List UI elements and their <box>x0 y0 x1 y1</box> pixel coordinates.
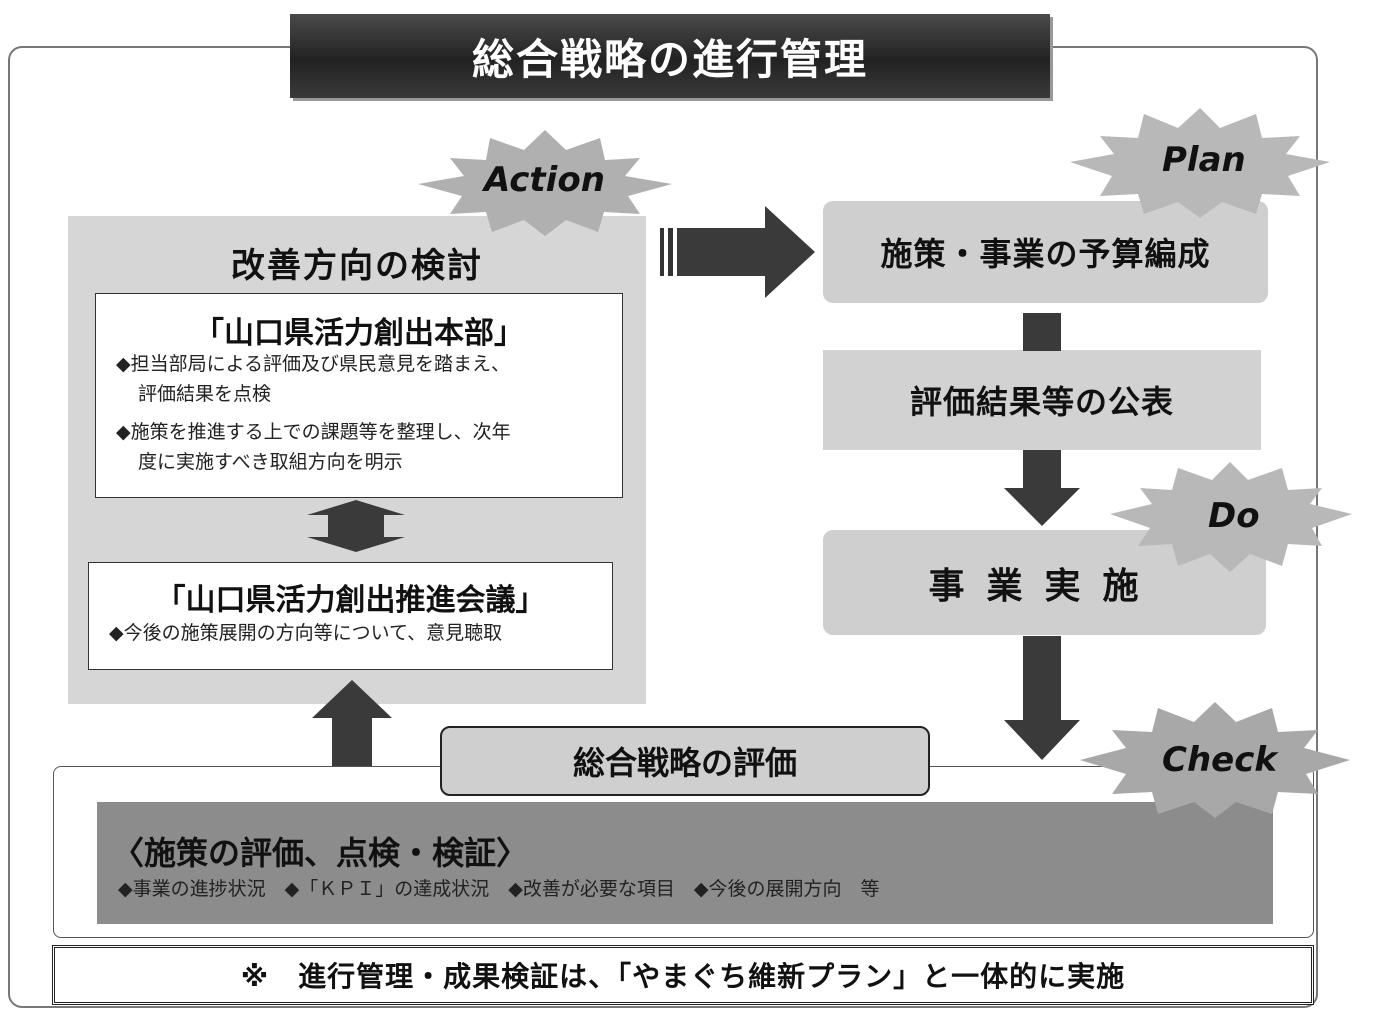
plan-label: Plan <box>1162 140 1246 180</box>
plan-starburst-icon <box>1070 108 1330 218</box>
hq-bullet-1-line-1: ◆担当部局による評価及び県民意見を踏まえ、 <box>116 353 511 375</box>
hq-bullet-2-line-2: 度に実施すべき取組方向を明示 <box>138 451 403 473</box>
do-to-check-arrow <box>1004 636 1080 760</box>
hq-bullet-2-line-1: ◆施策を推進する上での課題等を整理し、次年 <box>116 421 511 443</box>
publish-to-do-arrow <box>1004 450 1080 526</box>
do-starburst-icon <box>1110 462 1352 572</box>
page-title: 総合戦略の進行管理 <box>471 34 868 84</box>
plan-connector <box>1023 313 1061 351</box>
budget-box: 施策・事業の予算編成 <box>823 201 1268 303</box>
footer-note: ※ 進行管理・成果検証は、「やまぐち維新プラン」と一体的に実施 <box>52 945 1314 1005</box>
action-to-plan-arrow <box>660 206 815 298</box>
publish-box: 評価結果等の公表 <box>823 350 1261 450</box>
council-box: 「山口県活力創出推進会議」 ◆今後の施策展開の方向等について、意見聴取 <box>88 562 613 670</box>
evaluation-label: 総合戦略の評価 <box>440 726 930 796</box>
hq-bullet-1-line-2: 評価結果を点検 <box>138 383 272 405</box>
headquarters-title: 「山口県活力創出本部」 <box>194 316 524 351</box>
action-starburst-icon <box>418 130 672 236</box>
council-bullet: ◆今後の施策展開の方向等について、意見聴取 <box>109 622 503 644</box>
council-title: 「山口県活力創出推進会議」 <box>155 583 546 618</box>
check-to-council-arrow <box>312 680 392 766</box>
evaluation-band <box>97 802 1273 924</box>
check-label: Check <box>1162 740 1277 780</box>
evaluation-heading: 〈施策の評価、点検・検証〉 <box>112 834 529 872</box>
check-starburst-icon <box>1080 702 1350 818</box>
action-label: Action <box>484 160 605 200</box>
evaluation-items: ◆事業の進捗状況 ◆「ＫＰＩ」の達成状況 ◆改善が必要な項目 ◆今後の展開方向 … <box>118 878 880 900</box>
hq-council-double-arrow <box>307 500 405 552</box>
headquarters-box: 「山口県活力創出本部」 ◆担当部局による評価及び県民意見を踏まえ、 評価結果を点… <box>95 293 623 498</box>
title-banner: 総合戦略の進行管理 <box>290 14 1050 98</box>
improvement-heading: 改善方向の検討 <box>231 246 483 286</box>
do-label: Do <box>1208 496 1260 536</box>
